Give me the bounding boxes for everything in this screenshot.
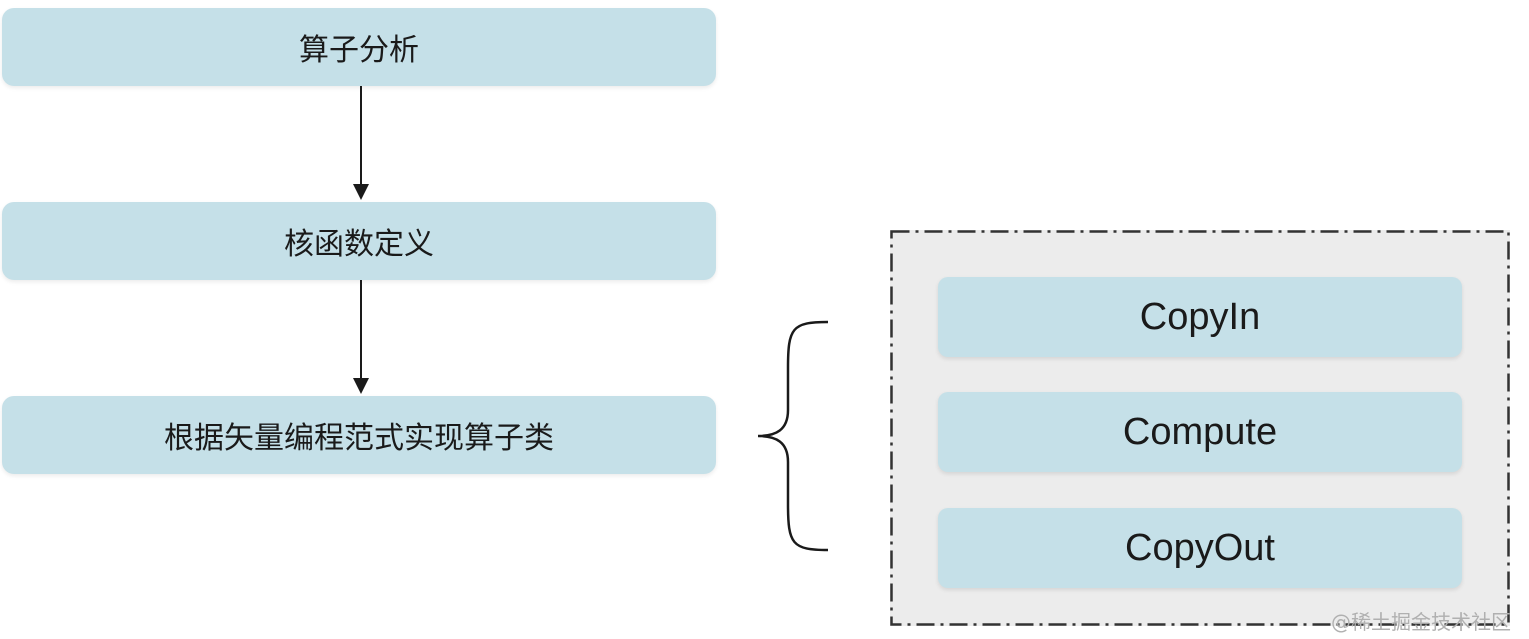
stage-label: CopyIn	[1139, 295, 1261, 338]
step-label: 核函数定义	[284, 227, 434, 262]
step-kernel-definition: 核函数定义	[2, 202, 716, 280]
step-label: 根据矢量编程范式实现算子类	[164, 421, 554, 456]
arrow-line	[360, 280, 362, 380]
stage-label: Compute	[1122, 410, 1278, 453]
dashed-border	[890, 230, 1510, 626]
step-implement-operator-class: 根据矢量编程范式实现算子类	[2, 396, 716, 474]
stage-label: CopyOut	[1125, 526, 1275, 569]
watermark: @稀土掘金技术社区	[1331, 610, 1511, 634]
arrow-down-icon	[353, 184, 369, 200]
step-operator-analysis: 算子分析	[2, 8, 716, 86]
stage-compute: Compute	[938, 392, 1462, 472]
stage-copyin: CopyIn	[938, 277, 1462, 357]
arrow-down-icon	[353, 378, 369, 394]
step-label: 算子分析	[299, 33, 419, 68]
stage-copyout: CopyOut	[938, 508, 1462, 588]
arrow-line	[360, 86, 362, 186]
process-stages-group: CopyIn Compute CopyOut	[890, 230, 1510, 626]
curly-brace-icon	[757, 320, 829, 552]
